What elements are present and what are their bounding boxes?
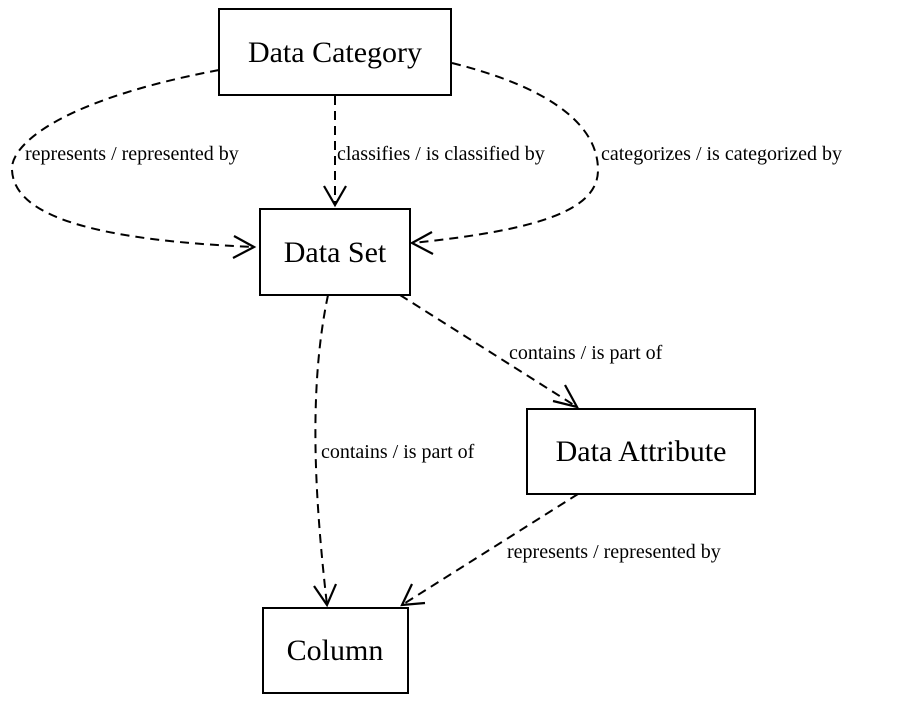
edge-line (10, 69, 255, 248)
edge-line (399, 294, 578, 408)
edge-set-contains-column (313, 294, 338, 608)
node-column[interactable]: Column (262, 607, 409, 694)
node-label: Data Category (248, 36, 422, 69)
node-box (262, 607, 409, 694)
arrow-head (409, 231, 434, 255)
edge-set-contains-attribute (399, 294, 580, 409)
edge-label-represents: represents / represented by (25, 143, 239, 165)
arrow-head (400, 583, 426, 607)
node-label: Data Set (284, 236, 387, 269)
arrow-head (232, 235, 257, 259)
arrow-head (552, 384, 580, 409)
edge-category-categorizes-set (409, 62, 600, 255)
node-box (259, 208, 411, 296)
edge-category-classifies-set (323, 96, 347, 208)
edge-label-set-contains-attribute: contains / is part of (509, 342, 663, 364)
edge-line (314, 294, 329, 606)
node-box (218, 8, 452, 96)
edge-label-attribute-represents-column: represents / represented by (507, 541, 721, 563)
node-box (526, 408, 756, 495)
edge-attribute-represents-column (400, 493, 579, 607)
edge-line (401, 493, 579, 606)
edge-label-set-contains-column: contains / is part of (321, 441, 475, 463)
node-label: Column (287, 634, 384, 667)
node-label: Data Attribute (556, 435, 727, 468)
edge-label-classifies: classifies / is classified by (337, 143, 545, 165)
edge-label-categorizes: categorizes / is categorized by (601, 143, 842, 165)
arrow-head (323, 185, 347, 208)
edge-line (411, 62, 600, 244)
arrow-head (313, 583, 338, 608)
node-data-category[interactable]: Data Category (218, 8, 452, 96)
node-data-attribute[interactable]: Data Attribute (526, 408, 756, 495)
node-data-set[interactable]: Data Set (259, 208, 411, 296)
edge-category-represents-set (10, 69, 257, 259)
